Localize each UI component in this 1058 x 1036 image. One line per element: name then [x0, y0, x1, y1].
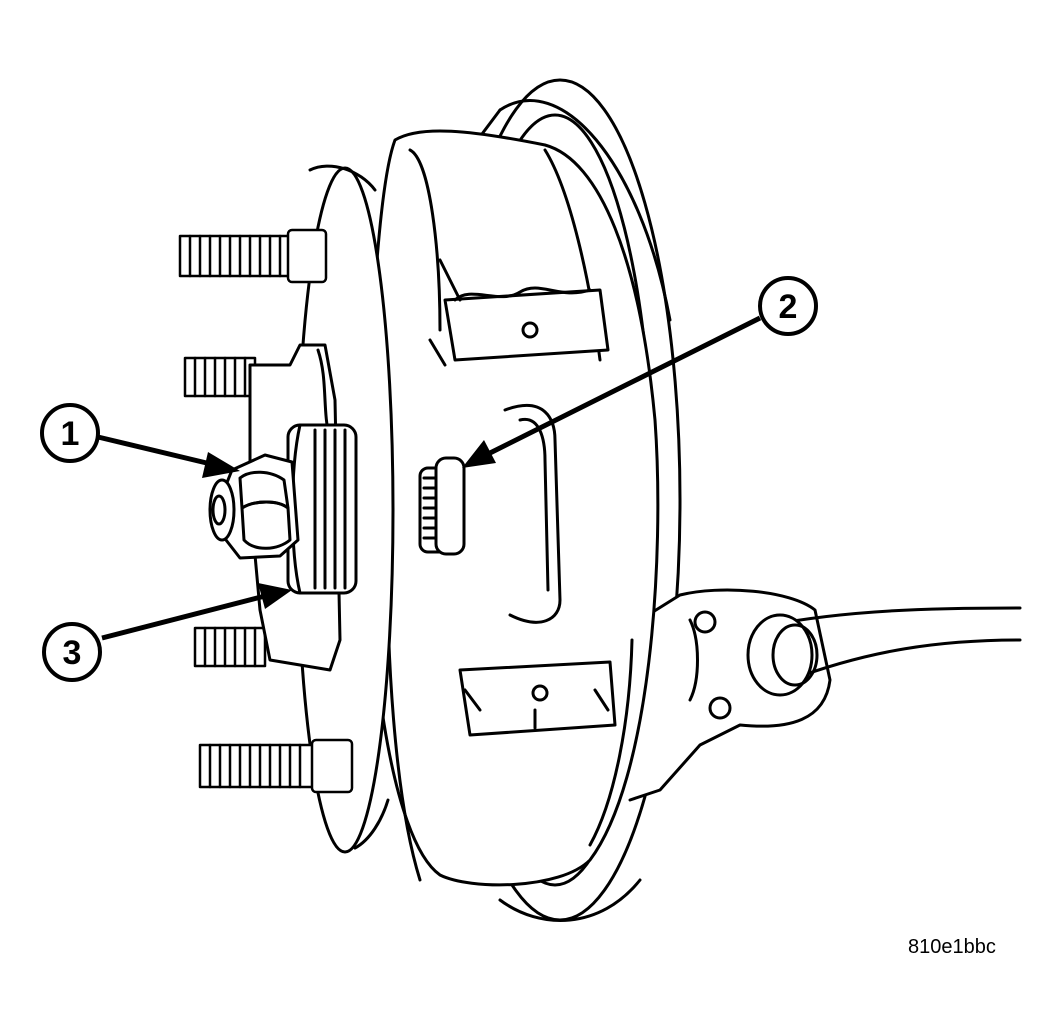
wheel-stud-upper-mid	[183, 356, 257, 398]
callout-3-number: 3	[63, 634, 82, 672]
arrow-callout-3	[101, 583, 292, 641]
wheel-stud-lower-mid	[193, 626, 267, 668]
leader-arrows	[97, 315, 762, 641]
tone-ring	[418, 456, 466, 556]
knuckle-bracket	[628, 588, 832, 802]
wheel-stud-bottom	[198, 738, 354, 794]
wheel-studs	[178, 228, 354, 794]
hub-washer	[286, 423, 358, 595]
callout-2-number: 2	[779, 288, 798, 326]
hub-nut	[208, 453, 300, 560]
brake-drum	[366, 129, 660, 887]
callout-1-number: 1	[61, 415, 80, 453]
callout-2: 2	[758, 276, 818, 336]
shoe-web	[503, 403, 562, 624]
upper-brake-shoe	[428, 258, 610, 367]
lower-brake-shoe	[458, 660, 617, 737]
callout-3: 3	[42, 622, 102, 682]
arrow-callout-2	[462, 315, 762, 468]
figure-id-label: 810e1bbc	[908, 936, 996, 958]
sensor-cable	[746, 606, 1022, 697]
wheel-stud-top	[178, 228, 328, 284]
arrow-callout-1	[97, 434, 240, 478]
callout-1: 1	[40, 403, 100, 463]
